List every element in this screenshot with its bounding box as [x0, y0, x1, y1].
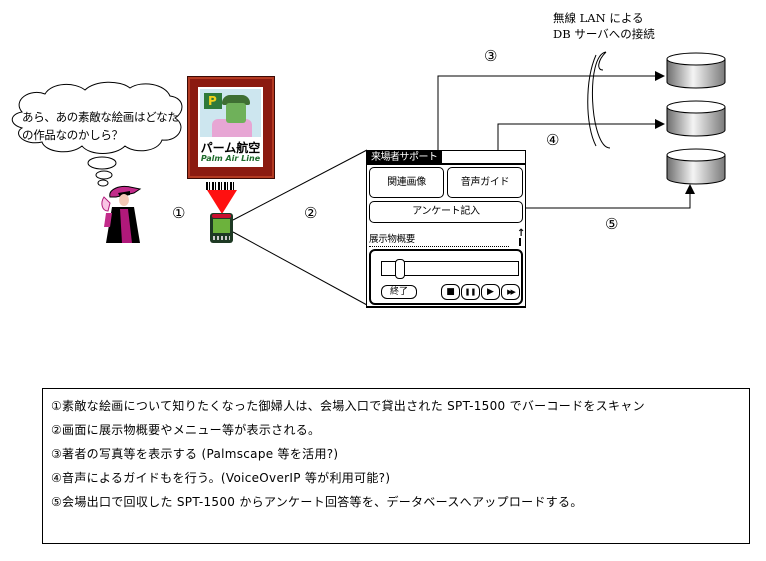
fast-forward-button[interactable]: ▶▶ — [501, 284, 520, 300]
notes-box: ①素敵な絵画について知りたくなった御婦人は、会場入口で貸出された SPT-150… — [42, 388, 750, 544]
questionnaire-button[interactable]: アンケート記入 — [369, 201, 523, 223]
note-line-5: ⑤会場出口で回収した SPT-1500 からアンケート回答等を、データベースへア… — [51, 495, 583, 509]
exhibit-summary-label: 展示物概要 — [369, 231, 509, 247]
flag-letter: P — [208, 94, 217, 108]
thought-bubble-small-3 — [97, 179, 109, 187]
pilot-face — [226, 103, 246, 123]
painting-title-en: Palm Air Line — [200, 154, 261, 163]
step-marker-3: ③ — [484, 47, 498, 65]
thought-bubble-small-1 — [87, 156, 117, 170]
stop-button[interactable]: ■ — [441, 284, 460, 300]
projection-line-bottom — [232, 231, 368, 306]
device-screen — [213, 219, 230, 233]
device-top — [212, 214, 231, 218]
wireless-loop — [591, 51, 611, 149]
database-server-2 — [666, 100, 726, 137]
barcode-icon — [206, 182, 236, 190]
pilot-body — [212, 119, 252, 137]
pilot-cap — [222, 95, 250, 105]
flag-icon: P — [204, 93, 222, 109]
arrow-questionnaire-db — [499, 186, 691, 213]
network-label-line1: 無線 LAN による — [553, 11, 644, 25]
device-keys — [213, 236, 230, 240]
step-marker-1: ① — [172, 204, 186, 222]
note-line-4: ④音声によるガイドもを行う。(VoiceOverIP 等が利用可能?) — [51, 471, 391, 485]
end-button[interactable]: 終了 — [381, 285, 417, 299]
step-marker-5: ⑤ — [605, 215, 619, 233]
playback-slider[interactable] — [381, 259, 519, 279]
audio-guide-button[interactable]: 音声ガイド — [447, 167, 523, 198]
audio-player: 終了 ■ ❚❚ ▶ ▶▶ — [369, 249, 523, 305]
lady-visitor-icon — [101, 186, 142, 243]
painting-poster: P パーム航空 Palm Air Line — [198, 87, 263, 167]
thought-text: あら、あの素敵な絵画はどなたの作品なのかしら？ — [22, 110, 179, 142]
title-divider — [367, 163, 525, 165]
database-server-1 — [666, 52, 726, 89]
network-label: 無線 LAN による DB サーバへの接続 — [553, 10, 655, 42]
painting-frame: P パーム航空 Palm Air Line — [187, 76, 275, 179]
related-images-button[interactable]: 関連画像 — [369, 167, 444, 198]
scan-beam — [207, 190, 237, 214]
palm-title: 来場者サポート — [367, 151, 442, 164]
scrollbar[interactable] — [519, 238, 521, 246]
step-marker-2: ② — [304, 204, 318, 222]
scroll-up-icon[interactable]: ↑ — [517, 228, 526, 239]
step-marker-4: ④ — [546, 131, 560, 149]
network-label-line2: DB サーバへの接続 — [553, 27, 655, 41]
note-line-1: ①素敵な絵画について知りたくなった御婦人は、会場入口で貸出された SPT-150… — [51, 399, 645, 413]
note-line-3: ③著者の写真等を表示する (Palmscape 等を活用?) — [51, 447, 339, 461]
note-line-2: ②画面に展示物概要やメニュー等が表示される。 — [51, 423, 321, 437]
palm-screen: 来場者サポート 関連画像 音声ガイド アンケート記入 展示物概要 ↑ 終了 ■ … — [366, 150, 526, 308]
play-button[interactable]: ▶ — [481, 284, 500, 300]
playback-slider-thumb[interactable] — [394, 259, 405, 279]
pause-button[interactable]: ❚❚ — [461, 284, 480, 300]
painting-title-jp: パーム航空 — [200, 141, 261, 155]
thought-cloud — [11, 81, 183, 154]
handheld-device-icon — [210, 213, 233, 243]
arrow-related-images-db — [437, 71, 665, 180]
projection-line-top — [232, 149, 368, 221]
thought-bubble-small-2 — [95, 170, 113, 180]
database-server-3 — [666, 148, 726, 185]
